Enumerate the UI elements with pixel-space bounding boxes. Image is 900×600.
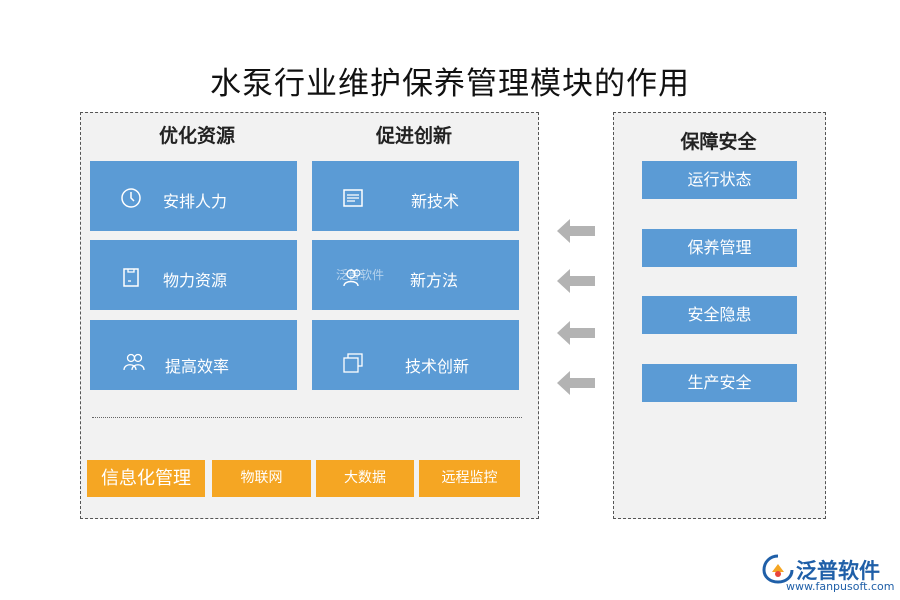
- tag-remote-monitoring: 远程监控: [419, 460, 520, 497]
- logo-url: www.fanpusoft.com: [786, 580, 895, 593]
- windows-icon: [343, 353, 363, 373]
- team-icon: [123, 353, 145, 371]
- box-label: 新方法: [410, 271, 459, 290]
- clock-icon: [121, 188, 141, 208]
- users-icon: [343, 269, 361, 287]
- tag-iot: 物联网: [212, 460, 311, 497]
- logo-icon: [762, 554, 794, 584]
- document-icon: [343, 189, 363, 207]
- left-arrow-icon: [557, 269, 595, 293]
- box-label: 物力资源: [163, 271, 228, 290]
- box-material-resources: 物力资源: [90, 240, 297, 310]
- box-label: 技术创新: [405, 357, 470, 376]
- box-label: 安排人力: [163, 192, 228, 211]
- box-new-method: 新方法: [312, 240, 519, 310]
- item-safety-hazard: 安全隐患: [642, 296, 797, 334]
- box-tech-innovation: 技术创新: [312, 320, 519, 390]
- item-running-status: 运行状态: [642, 161, 797, 199]
- left-arrow-icon: [557, 219, 595, 243]
- divider: [92, 417, 522, 418]
- box-label: 提高效率: [165, 357, 230, 376]
- box-label: 新技术: [411, 192, 460, 211]
- diagram-title: 水泵行业维护保养管理模块的作用: [210, 66, 690, 102]
- column-heading-optimize: 优化资源: [159, 125, 236, 147]
- left-arrow-icon: [557, 321, 595, 345]
- tag-informatization: 信息化管理: [87, 460, 205, 497]
- column-heading-innovate: 促进创新: [376, 125, 453, 147]
- item-maintenance-management: 保养管理: [642, 229, 797, 267]
- box-improve-efficiency: 提高效率: [90, 320, 297, 390]
- clipboard-icon: [123, 268, 139, 287]
- right-heading: 保障安全: [680, 131, 757, 153]
- left-arrow-icon: [557, 371, 595, 395]
- logo-text: 泛普软件: [796, 559, 880, 583]
- box-arrange-manpower: 安排人力: [90, 161, 297, 231]
- item-production-safety: 生产安全: [642, 364, 797, 402]
- watermark: 泛普软件: [336, 268, 385, 282]
- box-new-technology: 新技术: [312, 161, 519, 231]
- tag-big-data: 大数据: [316, 460, 414, 497]
